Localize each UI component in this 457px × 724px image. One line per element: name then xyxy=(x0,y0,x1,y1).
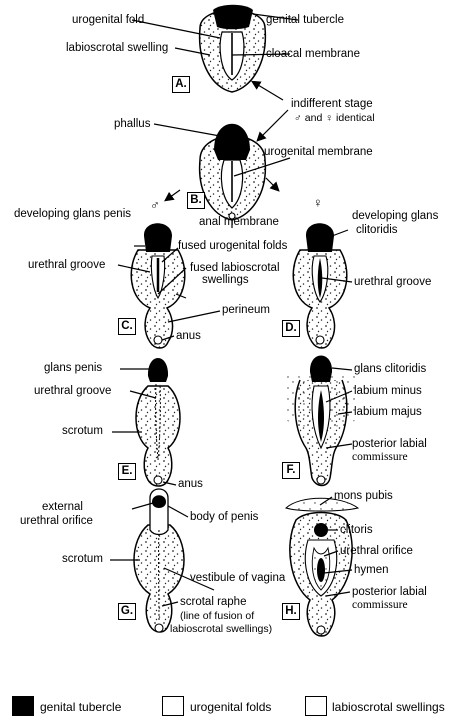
label-scrotal-raphe: scrotal raphe xyxy=(180,596,246,609)
stage-d-female-symbol: ♀ xyxy=(313,196,323,209)
label-phallus: phallus xyxy=(114,118,150,131)
label-fused-urogenital-folds: fused urogenital folds xyxy=(178,240,287,253)
label-urogenital-membrane: urogenital membrane xyxy=(264,146,373,159)
label-glans-penis: glans penis xyxy=(44,362,102,375)
label-labioscrotal-swelling: labioscrotal swelling xyxy=(66,42,168,55)
indifferent-identical-line: ♂ and ♀ identical xyxy=(294,112,375,125)
label-labium-minus: labium minus xyxy=(354,385,422,398)
label-posterior-labial-h-2: commissure xyxy=(352,599,408,612)
label-developing-glans-penis: developing glans penis xyxy=(14,208,131,221)
label-fused-labioscrotal-2: swellings xyxy=(202,274,249,287)
label-developing-glans-1: developing glans xyxy=(352,210,438,223)
label-fusion-1: (line of fusion of xyxy=(180,610,254,623)
label-external-1: external xyxy=(42,501,83,514)
label-perineum: perineum xyxy=(222,304,270,317)
label-external-2: urethral orifice xyxy=(20,515,93,528)
label-glans-clitoridis: glans clitoridis xyxy=(354,363,426,376)
label-urethral-groove-d: urethral groove xyxy=(354,276,431,289)
stage-a-letter: A. xyxy=(172,76,190,93)
male-symbol: ♂ xyxy=(294,112,302,124)
label-posterior-labial-f-1: posterior labial xyxy=(352,438,427,451)
stage-e-figure xyxy=(136,358,180,486)
stage-d-letter: D. xyxy=(282,320,300,337)
stage-h-letter: H. xyxy=(282,603,300,620)
label-developing-glans-2: clitoridis xyxy=(356,224,398,237)
label-posterior-labial-h-1: posterior labial xyxy=(352,586,427,599)
label-scrotum-g: scrotum xyxy=(62,553,103,566)
label-urethral-groove-e: urethral groove xyxy=(34,385,111,398)
stage-a-figure xyxy=(200,5,266,92)
label-scrotum-e: scrotum xyxy=(62,425,103,438)
label-body-of-penis: body of penis xyxy=(190,511,258,524)
label-hymen: hymen xyxy=(354,564,389,577)
label-cloacal-membrane: cloacal membrane xyxy=(266,48,360,61)
label-indifferent-stage: indifferent stage xyxy=(291,98,373,111)
stage-b-letter: B. xyxy=(187,192,205,209)
label-genital-tubercle: genital tubercle xyxy=(266,14,344,27)
legend-labioscrotal-swatch xyxy=(305,696,327,716)
and-word: and xyxy=(305,112,323,124)
stage-d-figure xyxy=(293,223,347,348)
stage-g-letter: G. xyxy=(118,603,136,620)
label-vestibule: vestibule of vagina xyxy=(190,572,285,585)
label-mons-pubis: mons pubis xyxy=(334,490,393,503)
label-urethral-groove-c: urethral groove xyxy=(28,259,105,272)
stage-f-letter: F. xyxy=(282,462,300,479)
legend-labioscrotal-label: labioscrotal swellings xyxy=(332,700,445,714)
stage-e-letter: E. xyxy=(118,463,136,480)
label-urogenital-fold: urogenital fold xyxy=(72,14,144,27)
legend-urogenital-folds-label: urogenital folds xyxy=(190,700,271,714)
stage-c-male-symbol: ♂ xyxy=(150,198,160,211)
stage-b-figure xyxy=(200,124,266,220)
identical-word: identical xyxy=(336,112,375,124)
label-anus-e: anus xyxy=(178,478,203,491)
label-posterior-labial-f-2: commissure xyxy=(352,451,408,464)
legend-genital-tubercle-label: genital tubercle xyxy=(40,700,121,714)
legend-genital-tubercle-swatch xyxy=(12,696,34,716)
label-urethral-orifice: urethral orifice xyxy=(340,545,413,558)
label-labium-majus: labium majus xyxy=(354,406,422,419)
label-anal-membrane: anal membrane xyxy=(199,216,279,229)
female-symbol: ♀ xyxy=(325,112,333,124)
stage-c-letter: C. xyxy=(118,318,136,335)
legend-urogenital-folds-swatch xyxy=(162,696,184,716)
label-anus-c: anus xyxy=(176,330,201,343)
label-clitoris: clitoris xyxy=(340,524,373,537)
label-fusion-2: labioscrotal swellings) xyxy=(170,623,272,636)
